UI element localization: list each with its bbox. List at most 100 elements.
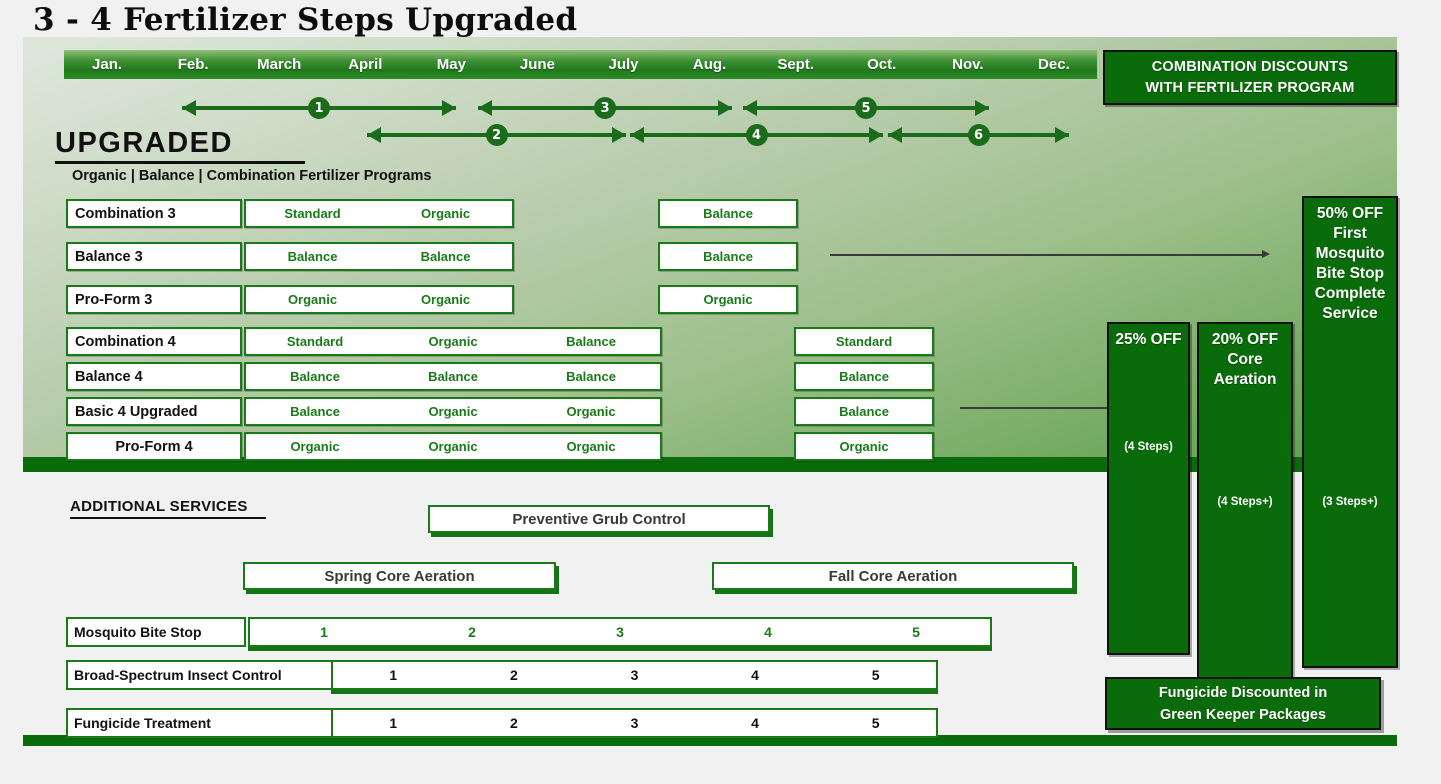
program-application-cell: Organic: [290, 439, 340, 454]
program-application-cell: Balance: [566, 369, 616, 384]
service-application-number: 2: [509, 715, 518, 731]
month-label-oct: Oct.: [867, 56, 897, 73]
connector-arrow-icon: [830, 250, 1270, 259]
program-early-applications: Balance Organic Organic: [244, 397, 662, 426]
month-label-march: March: [257, 56, 302, 73]
month-label-may: May: [436, 56, 466, 73]
program-name: Balance 4: [66, 362, 242, 391]
application-number-badge: 4: [745, 124, 768, 146]
application-window-6: 6: [888, 124, 1069, 146]
discount-steps-note: (4 Steps): [1124, 441, 1173, 453]
program-application-cell: Balance: [287, 249, 338, 264]
program-application-cell: Balance: [290, 404, 340, 419]
arrow-left-icon: [182, 100, 196, 116]
arrow-right-icon: [1055, 127, 1069, 143]
arrow-right-icon: [442, 100, 456, 116]
program-name: Combination 4: [66, 327, 242, 356]
program-application-cell: Balance: [420, 249, 471, 264]
discount-title-line: Complete: [1314, 285, 1386, 302]
program-late-application: Organic: [658, 285, 798, 314]
service-application-number: 4: [764, 624, 772, 640]
program-application-cell: Balance: [566, 334, 616, 349]
program-name: Balance 3: [66, 242, 242, 271]
program-application-cell: Organic: [420, 206, 471, 221]
service-bar: Preventive Grub Control: [428, 505, 770, 533]
discount-steps-note: (3 Steps+): [1322, 496, 1378, 508]
program-application-cell: Standard: [284, 206, 341, 221]
program-application-cell: Organic: [428, 334, 478, 349]
combination-discount-callout: COMBINATION DISCOUNTS WITH FERTILIZER PR…: [1103, 50, 1397, 105]
additional-services-label: ADDITIONAL SERVICES: [70, 498, 266, 519]
discount-title-line: First: [1333, 225, 1367, 242]
program-name: Basic 4 Upgraded: [66, 397, 242, 426]
connector-arrow-icon: [960, 403, 1115, 412]
application-window-5: 5: [743, 97, 989, 119]
program-late-application: Balance: [658, 242, 798, 271]
service-application-number: 1: [320, 624, 328, 640]
month-label-jan: Jan.: [92, 56, 123, 73]
discount-title-line: 25% OFF: [1115, 331, 1182, 348]
program-late-application: Organic: [794, 432, 934, 461]
arrow-right-icon: [612, 127, 626, 143]
combo-discount-line1: COMBINATION DISCOUNTS: [1151, 58, 1349, 75]
discount-title-line: 20% OFF: [1211, 331, 1279, 348]
service-application-number: 5: [912, 624, 920, 640]
service-bar: Fall Core Aeration: [712, 562, 1074, 590]
program-application-cell: Organic: [566, 404, 616, 419]
month-label-june: June: [519, 56, 555, 73]
application-number-badge: 6: [967, 124, 990, 146]
month-label-aug: Aug.: [692, 56, 727, 73]
arrow-left-icon: [888, 127, 902, 143]
service-bar: Spring Core Aeration: [243, 562, 556, 590]
discount-title-line: 50% OFF: [1316, 205, 1384, 222]
program-application-cell: Organic: [287, 292, 338, 307]
service-application-number: 5: [871, 667, 880, 683]
fungicide-note-line2: Green Keeper Packages: [1159, 706, 1327, 723]
program-late-application: Balance: [794, 362, 934, 391]
arrow-left-icon: [478, 100, 492, 116]
service-application-number: 3: [616, 624, 624, 640]
discount-title-line: Mosquito: [1315, 245, 1385, 262]
program-application-cell: Organic: [566, 439, 616, 454]
service-application-number: 3: [630, 667, 639, 683]
application-window-2: 2: [367, 124, 626, 146]
program-application-cell: Standard: [286, 334, 344, 349]
program-application-cell: Organic: [428, 404, 478, 419]
upgraded-heading: UPGRADED: [55, 127, 305, 164]
application-window-4: 4: [630, 124, 883, 146]
discount-steps-note: (4 Steps+): [1217, 496, 1273, 508]
program-application-cell: Organic: [428, 439, 478, 454]
page-title: 3 - 4 Fertilizer Steps Upgraded: [33, 2, 578, 38]
arrow-left-icon: [630, 127, 644, 143]
arrow-right-icon: [869, 127, 883, 143]
program-late-application: Balance: [658, 199, 798, 228]
program-row: Balance 3 Balance Balance Balance: [66, 242, 1116, 271]
discount-title-line: Aeration: [1213, 371, 1277, 388]
combo-discount-line2: WITH FERTILIZER PROGRAM: [1145, 79, 1355, 96]
service-application-number: 1: [389, 715, 398, 731]
discount-title: 25% OFF: [1109, 324, 1188, 350]
discount-column: 25% OFF (4 Steps): [1107, 322, 1190, 655]
lower-divider-band: [23, 735, 1397, 746]
program-application-cell: Balance: [290, 369, 340, 384]
application-number-badge: 1: [308, 97, 330, 119]
month-label-sept: Sept.: [777, 56, 814, 73]
service-application-number: 5: [871, 715, 880, 731]
program-early-applications: Organic Organic Organic: [244, 432, 662, 461]
fungicide-note-line1: Fungicide Discounted in: [1158, 684, 1328, 701]
service-application-number: 4: [751, 715, 759, 731]
